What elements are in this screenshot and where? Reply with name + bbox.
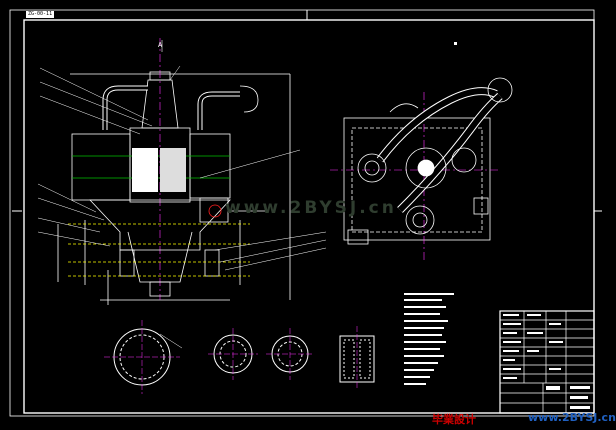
front-view	[37, 38, 327, 305]
title-block	[499, 310, 595, 414]
detail-section-box	[339, 326, 375, 390]
footer-watermark-url: www.2BYSJ.cn	[528, 411, 616, 424]
cad-drawing-sheet: A ZG-00-11 www.2BYSJ.cn 毕業設计 www.2BYSJ.c…	[9, 9, 616, 426]
detail-ring-small	[266, 328, 314, 380]
plan-view	[330, 77, 513, 262]
technical-notes	[404, 293, 454, 385]
drawing-canvas: A	[9, 9, 602, 417]
marker	[454, 42, 457, 45]
detail-ring-large	[104, 320, 183, 394]
section-mark-a: A	[158, 41, 163, 49]
inner-border	[23, 19, 595, 414]
drawing-code-tag: ZG-00-11	[26, 11, 55, 18]
footer-watermark-cn: 毕業設计	[432, 413, 476, 426]
title-block-fill	[503, 314, 590, 409]
watermark-text: www.2BYSJ.cn	[225, 198, 397, 218]
detail-ring-medium	[208, 328, 258, 380]
